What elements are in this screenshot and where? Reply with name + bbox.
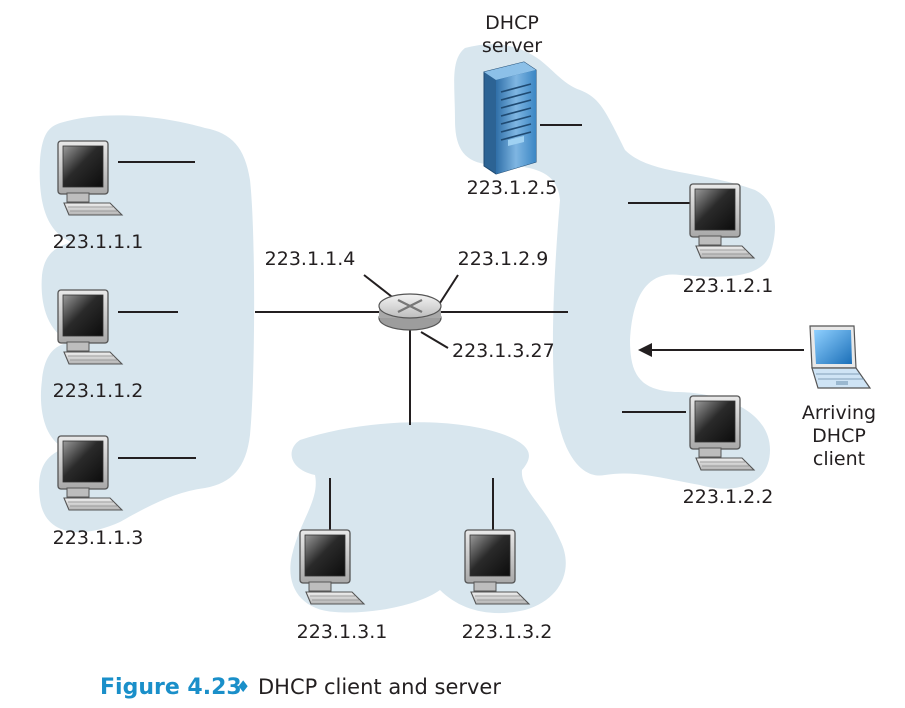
caption-text: DHCP client and server [258,675,501,699]
arrival-arrow [638,343,804,357]
host-ip-label: 223.1.3.2 [462,621,553,643]
figure-number: Figure 4.23 [100,675,242,700]
network-links [118,124,694,532]
server-title-line2: server [482,35,542,57]
server-title-line1: DHCP [485,12,539,34]
client-label-line3: client [813,448,865,470]
server-ip-label: 223.1.2.5 [467,177,558,199]
host-ip-label: 223.1.2.2 [683,486,774,508]
router-interface-label: 223.1.3.27 [452,340,555,362]
client-label: Arriving DHCP client [802,402,876,470]
client-label-line2: DHCP [812,425,866,447]
host-ip-label: 223.1.1.3 [53,527,144,549]
host-ip-label: 223.1.2.1 [683,275,774,297]
client-label-line1: Arriving [802,402,876,424]
host-ip-label: 223.1.3.1 [297,621,388,643]
router-arrows-icon [397,299,423,313]
host-ip-label: 223.1.1.1 [53,231,144,253]
caption-separator: ♦ [236,677,250,696]
server-label: DHCP server [482,12,542,57]
laptop-icon [809,325,872,389]
host-ip-label: 223.1.1.2 [53,380,144,402]
server-icon [483,61,537,175]
router [378,293,442,331]
router-interface-label: 223.1.2.9 [458,248,549,270]
router-interface-label: 223.1.1.4 [265,248,356,270]
figure-caption: Figure 4.23 ♦ DHCP client and server [100,675,501,700]
